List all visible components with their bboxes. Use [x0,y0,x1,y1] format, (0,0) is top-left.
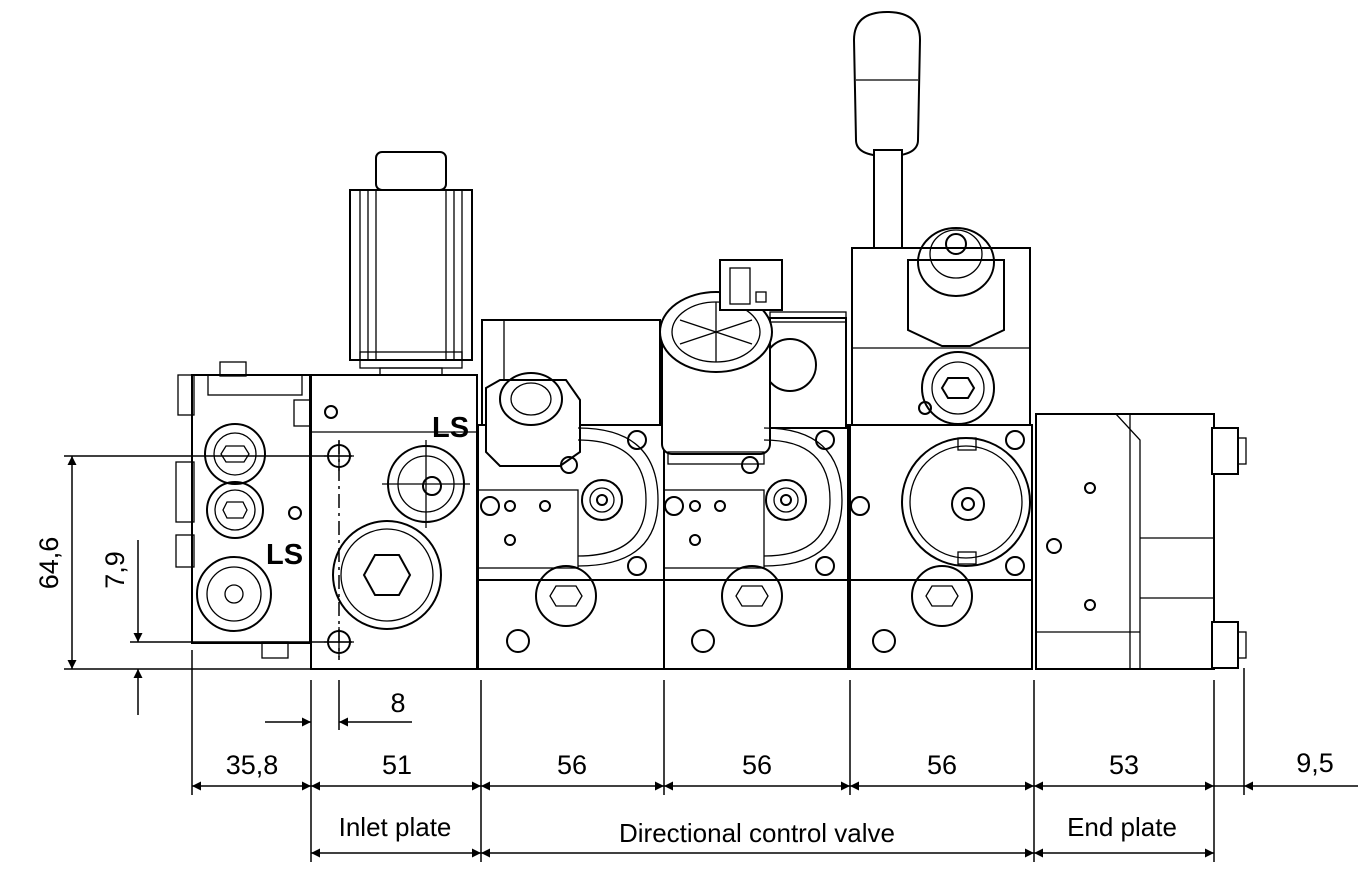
lever-spool-cap [901,437,1031,567]
dim-height-port: 7,9 [100,551,130,589]
dcv-section-3 [849,10,1033,670]
dcv-section-2 [659,259,849,670]
dim-nut: 9,5 [1296,748,1334,778]
height-dimensions: 64,6 7,9 [34,455,352,715]
end-nut-top [1211,427,1247,475]
left-port-bottom [196,556,272,632]
ls-port [382,440,470,528]
ls-label-top: LS [432,412,469,444]
dim-left-module: 35,8 [226,750,279,780]
dim-dcv-3: 56 [927,750,957,780]
dim-inlet: 51 [382,750,412,780]
left-port-middle [206,481,264,539]
inlet-plug [332,520,442,630]
ls-label-side: LS [266,539,303,571]
left-port-top [204,423,266,485]
dim-dcv-2: 56 [742,750,772,780]
dim-height-total: 64,6 [34,537,64,590]
dim-port-offset: 8 [390,688,405,718]
inlet-plate: LS [310,151,478,670]
dcv2-coil [659,291,773,465]
label-directional-control-valve: Directional control valve [619,818,895,848]
dcv1-coil [485,372,581,467]
width-dimensions: 8 35,8 51 56 56 56 53 9,5 Inlet plate Di… [191,650,1358,862]
dim-end: 53 [1109,750,1139,780]
label-inlet-plate: Inlet plate [339,812,452,842]
label-end-plate: End plate [1067,812,1177,842]
inlet-solenoid [349,151,473,377]
end-nut-bottom [1211,621,1247,669]
end-plate-body [1035,413,1247,670]
dcv-section-1 [477,319,665,670]
lever-valve-top [907,227,1005,347]
dim-dcv-1: 56 [557,750,587,780]
dcv2-connector [719,259,783,311]
lever-handle [852,10,922,253]
left-module: LS [175,361,311,659]
